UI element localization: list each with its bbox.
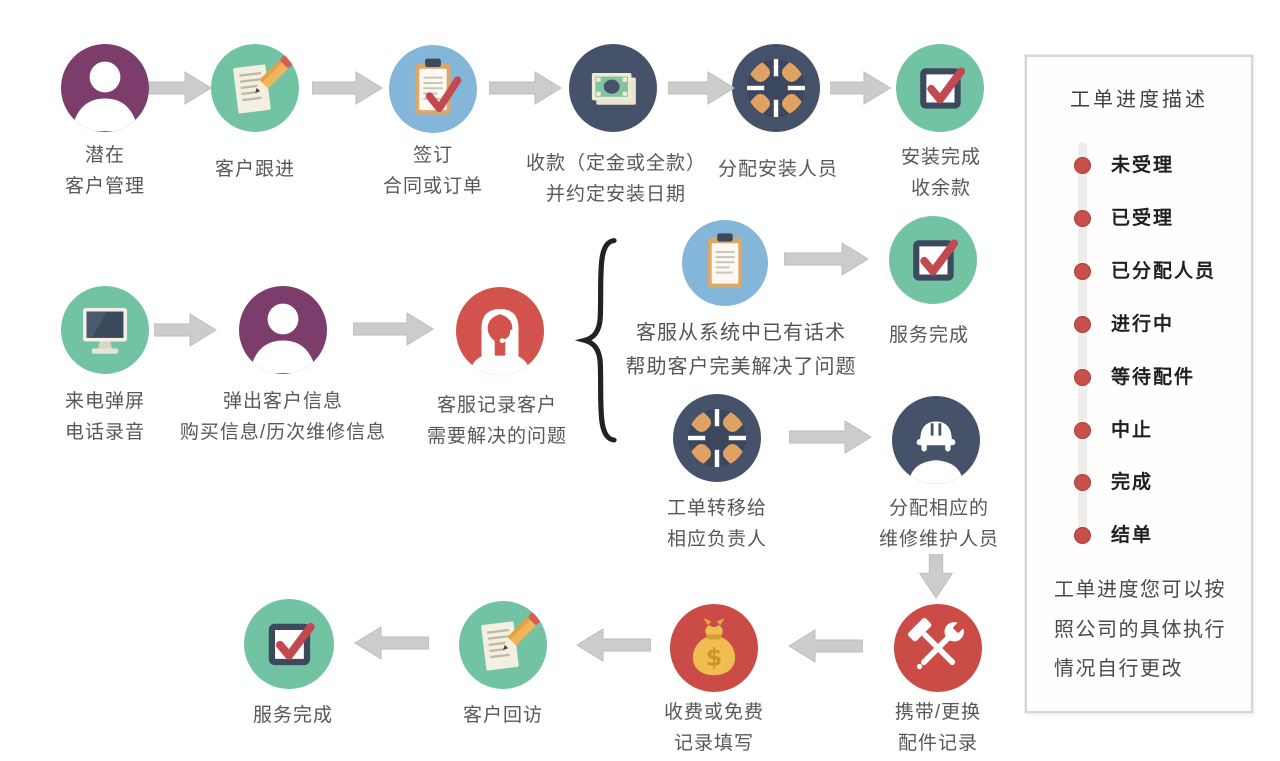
money-icon xyxy=(569,44,657,132)
legend-dot-icon xyxy=(1074,369,1091,386)
legend-item-label: 完成 xyxy=(1111,472,1154,493)
person-icon xyxy=(61,44,149,132)
legend-item-4: 进行中 xyxy=(1027,312,1255,338)
node-transfer-ticket xyxy=(673,394,761,482)
legend-item-label: 已分配人员 xyxy=(1111,261,1217,282)
arrow-right-icon xyxy=(311,69,384,112)
node-label: 客户跟进 xyxy=(214,159,296,180)
node-label: 客户回访 xyxy=(462,705,544,726)
arrow-right-icon xyxy=(488,69,563,112)
legend-item-1: 未受理 xyxy=(1027,153,1255,179)
node-fee-or-free-record: $ xyxy=(670,604,758,692)
note-pencil-icon xyxy=(211,44,299,132)
clipboard-icon xyxy=(682,220,768,306)
lifebuoy-icon xyxy=(673,394,761,482)
node-label: 签订合同或订单 xyxy=(382,145,484,197)
legend-item-label: 结单 xyxy=(1111,525,1154,546)
node-label: 服务完成 xyxy=(888,325,970,346)
legend-dot-icon xyxy=(1074,157,1091,174)
legend-dot-icon xyxy=(1074,210,1091,227)
node-label: 分配相应的维修维护人员 xyxy=(878,498,1000,550)
legend-panel: 工单进度描述 未受理已受理已分配人员进行中等待配件中止完成结单 工单进度您可以按… xyxy=(1025,55,1253,713)
node-label: 收款（定金或全款）并约定安装日期 xyxy=(525,153,707,205)
arrow-right-icon xyxy=(153,311,218,354)
legend-item-7: 完成 xyxy=(1027,470,1255,496)
node-label: 来电弹屏电话录音 xyxy=(64,391,146,443)
arrow-right-icon xyxy=(783,240,870,283)
legend-item-label: 已受理 xyxy=(1111,208,1175,229)
lifebuoy-icon xyxy=(732,44,820,132)
legend-item-label: 中止 xyxy=(1111,420,1154,441)
arrow-down-icon xyxy=(917,553,955,605)
arrow-right-icon xyxy=(148,69,213,112)
node-label: 潜在客户管理 xyxy=(64,145,146,197)
legend-dot-icon xyxy=(1074,527,1091,544)
legend-item-6: 中止 xyxy=(1027,418,1255,444)
node-assign-installers xyxy=(732,44,820,132)
brace-icon xyxy=(574,237,619,460)
arrow-right-icon xyxy=(829,69,892,112)
arrow-left-icon xyxy=(787,627,864,670)
node-label: 客服记录客户需要解决的问题 xyxy=(426,395,568,447)
arrow-right-icon xyxy=(667,69,736,112)
legend-item-8: 结单 xyxy=(1027,523,1255,549)
arrow-left-icon xyxy=(575,626,652,669)
node-assign-maintenance-staff xyxy=(892,396,980,484)
monitor-icon xyxy=(61,286,149,374)
node-label: 收费或免费记录填写 xyxy=(663,702,765,754)
legend-item-5: 等待配件 xyxy=(1027,365,1255,391)
note-pencil-icon xyxy=(459,601,547,689)
node-label: 工单转移给相应负责人 xyxy=(666,498,768,550)
clipboard-check-icon xyxy=(389,45,477,133)
node-potential-customer xyxy=(61,44,149,132)
legend-dot-icon xyxy=(1074,422,1091,439)
node-script-resolve xyxy=(682,220,768,306)
checkbox-icon xyxy=(896,44,984,132)
legend-item-2: 已受理 xyxy=(1027,206,1255,232)
node-customer-revisit xyxy=(459,601,547,689)
node-service-record-problem xyxy=(456,287,544,375)
node-service-complete-final xyxy=(244,599,334,689)
worker-icon xyxy=(892,396,980,484)
phone-resolution-note: 客服从系统中已有话术帮助客户完美解决了问题 xyxy=(625,322,857,378)
legend-item-label: 等待配件 xyxy=(1111,367,1196,388)
node-label: 弹出客户信息购买信息/历次维修信息 xyxy=(179,391,387,443)
node-label: 服务完成 xyxy=(252,705,334,726)
legend-note-line: 照公司的具体执行 xyxy=(1054,618,1226,641)
tools-icon xyxy=(894,604,982,692)
node-label: 分配安装人员 xyxy=(717,159,839,180)
arrow-left-icon xyxy=(353,624,430,667)
node-label: 安装完成收余款 xyxy=(900,147,982,199)
legend-item-label: 进行中 xyxy=(1111,314,1175,335)
node-customer-follow-up xyxy=(211,44,299,132)
node-collect-payment xyxy=(569,44,657,132)
legend-note-line: 情况自行更改 xyxy=(1054,658,1183,680)
node-sign-contract xyxy=(389,45,477,133)
legend-item-3: 已分配人员 xyxy=(1027,259,1255,285)
legend-dot-icon xyxy=(1074,263,1091,280)
svg-text:$: $ xyxy=(706,644,723,672)
moneybag-icon: $ xyxy=(670,604,758,692)
checkbox-icon xyxy=(889,216,977,304)
checkbox-icon xyxy=(244,599,334,689)
person-icon xyxy=(239,286,327,374)
agent-icon xyxy=(456,287,544,375)
legend-dot-icon xyxy=(1074,316,1091,333)
node-carry-replace-parts xyxy=(894,604,982,692)
node-popup-customer-info xyxy=(239,286,327,374)
node-incoming-call-popup xyxy=(61,286,149,374)
legend-dot-icon xyxy=(1074,474,1091,491)
arrow-right-icon xyxy=(352,310,435,353)
legend-item-label: 未受理 xyxy=(1111,155,1175,176)
arrow-right-icon xyxy=(788,418,873,461)
legend-title: 工单进度描述 xyxy=(1070,89,1208,111)
node-label: 携带/更换配件记录 xyxy=(894,702,982,754)
legend-timeline xyxy=(1078,142,1087,536)
legend-note-line: 工单进度您可以按 xyxy=(1054,579,1226,601)
node-install-complete-collect-balance xyxy=(896,44,984,132)
node-service-complete-phone xyxy=(889,216,977,304)
